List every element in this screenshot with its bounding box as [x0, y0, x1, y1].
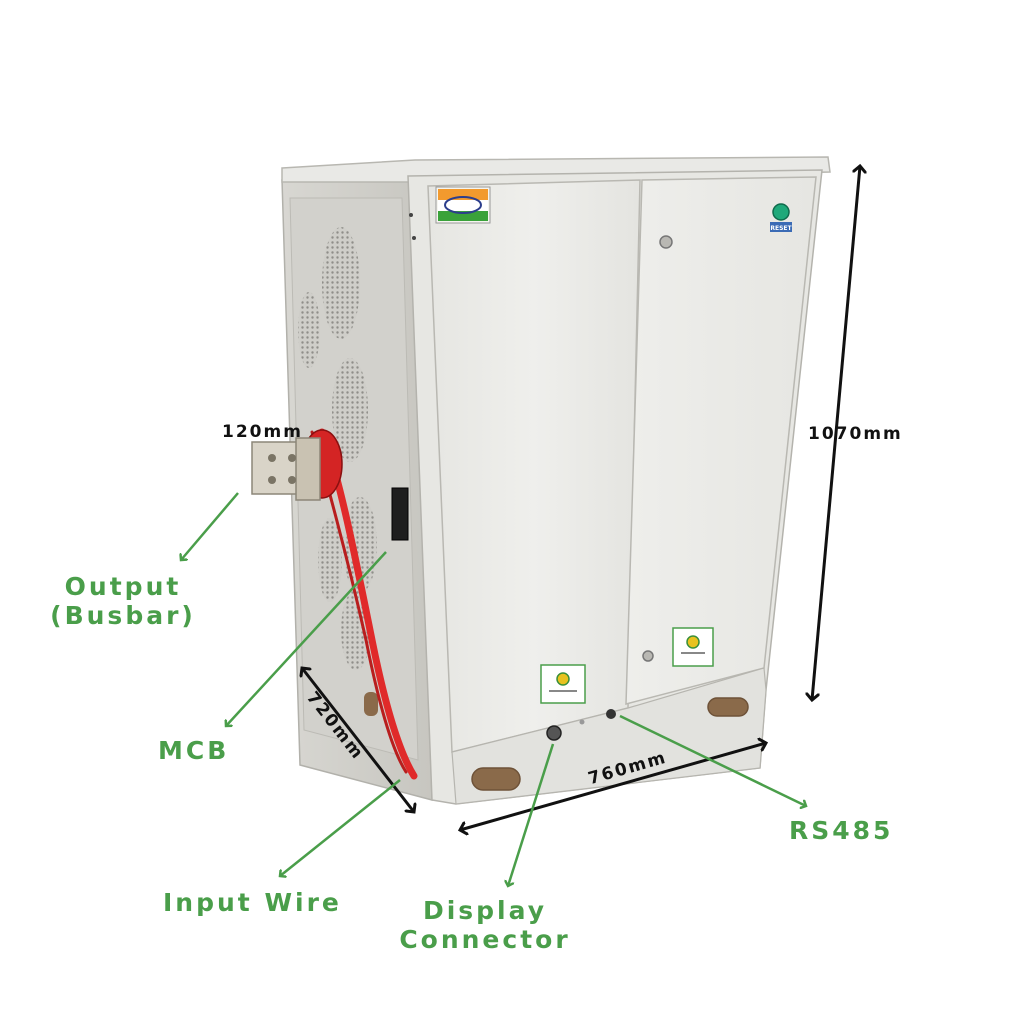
rs485-port [606, 709, 616, 719]
width-dimension-arrow [460, 743, 766, 830]
reset-button: RESET [770, 203, 793, 232]
door-sticker-right [672, 627, 714, 667]
depth-dimension-arrow [302, 668, 414, 812]
mcb-switch [391, 487, 409, 541]
height-dimension-arrow [812, 166, 860, 700]
inverter-cabinet: RESET [251, 156, 831, 805]
output-label-line1: Output [64, 572, 182, 601]
display-connector-port [546, 725, 562, 741]
output-label-line2: (Busbar) [50, 601, 196, 630]
input-wire-callout-arrow [280, 779, 401, 876]
output-busbar [251, 429, 343, 501]
rs485-label: RS485 [789, 816, 894, 845]
input-wire-label: Input Wire [163, 888, 342, 917]
display-label-line1: Display [422, 896, 548, 925]
base-handle-slot-right [707, 697, 749, 717]
reset-label: RESET [770, 225, 792, 232]
output-callout-arrow [181, 492, 239, 560]
mcb-callout-arrow [226, 551, 387, 726]
output-busbar-label: Output (Busbar) [48, 572, 198, 630]
rs485-callout-arrow [619, 714, 806, 806]
brand-logo [435, 186, 491, 224]
door-lock-lower [642, 650, 654, 662]
display-connector-callout-arrow [508, 743, 555, 886]
side-vent-grilles [298, 227, 377, 670]
cabinet-left-door [427, 179, 641, 753]
display-label-line2: Connector [399, 925, 571, 954]
busbar-width-label: 120mm [222, 422, 303, 442]
door-sticker-left [540, 664, 586, 704]
door-lock-upper [659, 235, 673, 249]
base-handle-slot-left [471, 767, 521, 791]
cabinet-right-door [625, 176, 817, 705]
height-label: 1070mm [808, 424, 903, 444]
mcb-label: MCB [158, 736, 230, 765]
display-connector-label: Display Connector [395, 896, 575, 954]
